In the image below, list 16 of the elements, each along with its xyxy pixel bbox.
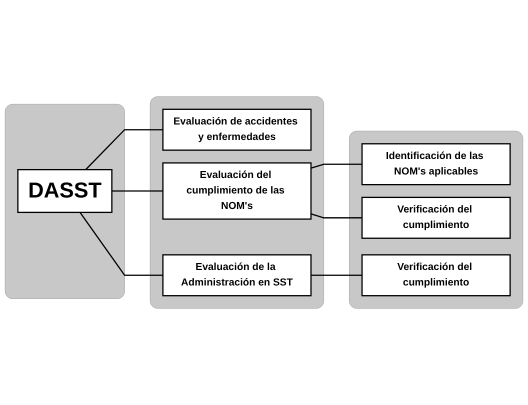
node-box: DASST <box>17 169 112 214</box>
connector <box>310 213 362 218</box>
cluster <box>150 96 324 309</box>
node-box: Evaluación de la Administración en SST <box>162 254 312 296</box>
connector <box>311 274 362 276</box>
node-box: Verificación del cumplimiento <box>361 254 511 296</box>
connector <box>310 164 362 169</box>
node-box: Evaluación del cumplimiento de las NOM's <box>162 162 312 220</box>
node-box: Identificación de las NOM's aplicables <box>361 143 511 186</box>
connector <box>112 190 163 192</box>
node-box: Evaluación de accidentes y enfermedades <box>162 108 312 151</box>
connector <box>85 129 163 170</box>
cluster <box>4 104 125 300</box>
cluster <box>348 130 524 309</box>
connector <box>80 212 163 276</box>
node-box: Verificación del cumplimiento <box>361 196 511 239</box>
